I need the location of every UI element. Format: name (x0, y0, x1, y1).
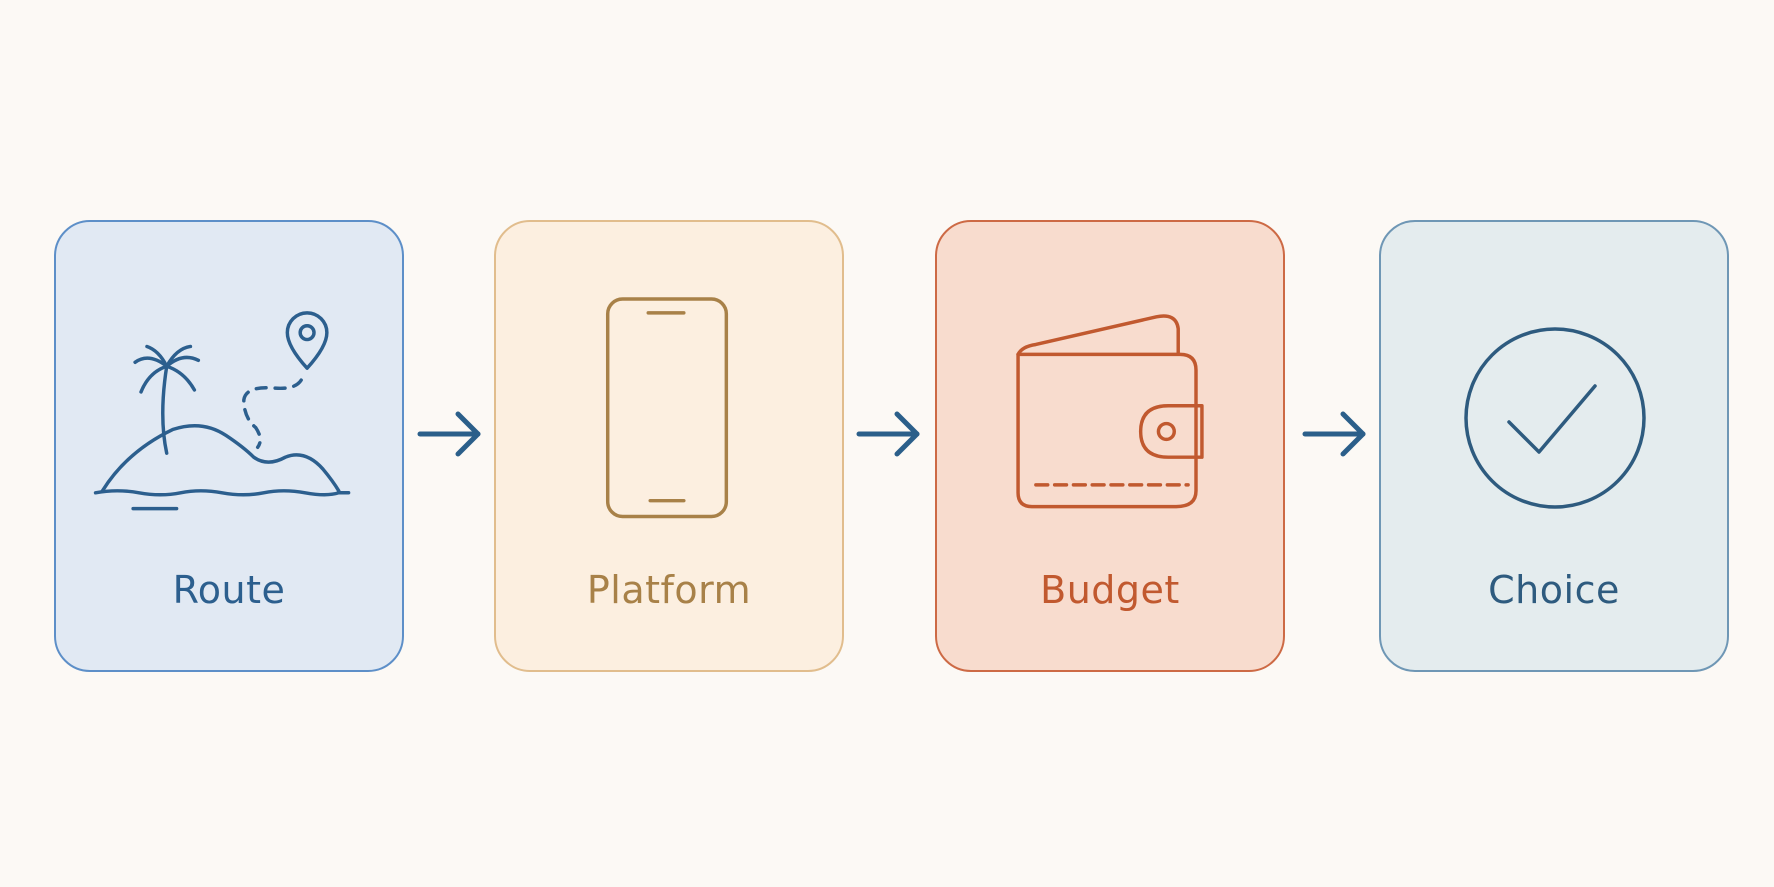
step-card-choice: Choice (1379, 220, 1729, 672)
step-card-platform: Platform (494, 220, 844, 672)
step-label-route: Route (172, 568, 286, 612)
step-card-route: Route (54, 220, 404, 672)
step-label-platform: Platform (586, 568, 752, 612)
step-label-budget: Budget (1040, 568, 1180, 612)
smartphone-icon (496, 222, 842, 552)
checkmark-circle-icon (1381, 222, 1727, 552)
arrow-right-icon (1301, 408, 1371, 460)
island-route-icon (56, 222, 402, 552)
arrow-right-icon (855, 408, 925, 460)
step-label-choice: Choice (1488, 568, 1620, 612)
wallet-icon (937, 222, 1283, 552)
arrow-right-icon (416, 408, 486, 460)
step-card-budget: Budget (935, 220, 1285, 672)
